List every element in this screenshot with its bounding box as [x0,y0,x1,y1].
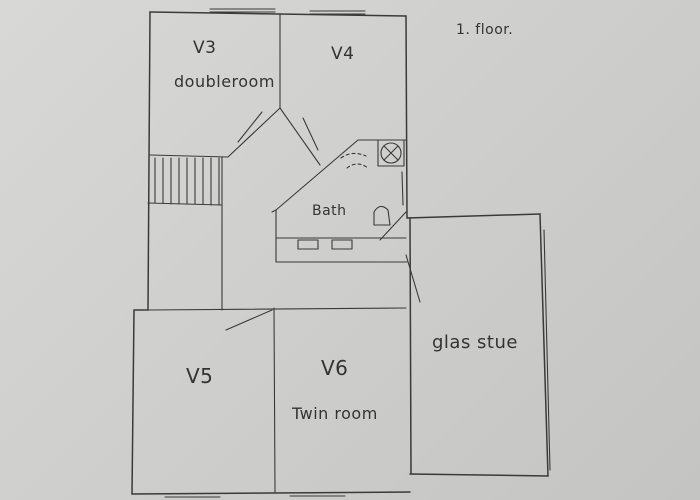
room-v5-name: V5 [186,364,214,388]
interior-walls [147,13,408,493]
staircase [154,157,220,206]
door-swings [225,111,421,331]
bath-fixtures [271,139,405,250]
floor-label: 1. floor. [456,22,514,38]
room-v6-name: V6 [321,356,349,380]
room-v3-type: doubleroom [174,72,275,91]
room-bath-name: Bath [312,203,347,219]
room-v3-name: V3 [193,38,217,58]
outer-walls [131,11,549,495]
room-glass-name: glas stue [432,332,518,353]
room-v6-type: Twin room [292,404,378,423]
windows [164,8,551,498]
room-v4-name: V4 [331,44,355,64]
